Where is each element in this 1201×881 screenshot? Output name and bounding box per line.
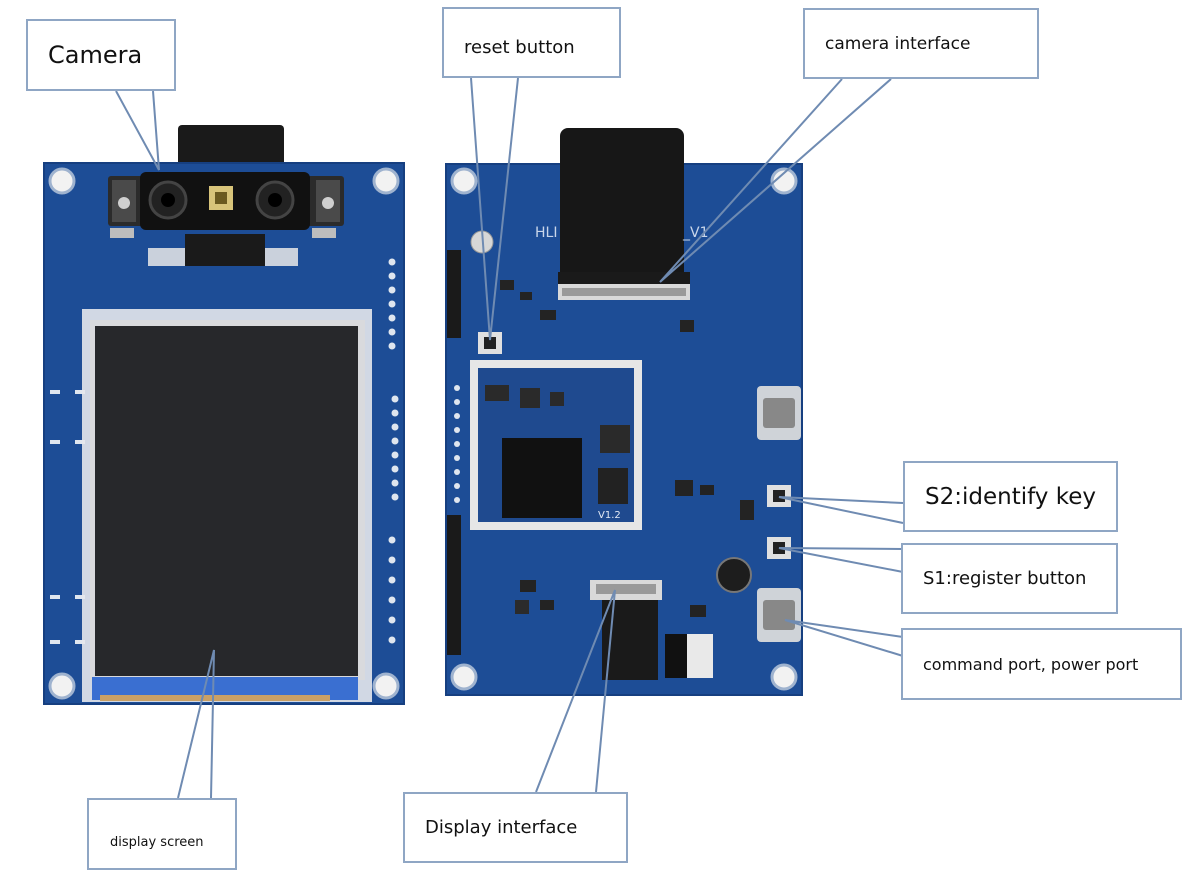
leader-lines [115, 77, 904, 799]
callout-identify-key: S2:identify key [903, 461, 1118, 532]
silkscreen-model-right: _V1 [682, 225, 708, 241]
silkscreen-model-left: HLI [535, 225, 557, 241]
callout-display-screen: display screen [87, 798, 237, 870]
callout-register-button: S1:register button [901, 543, 1118, 614]
label-command-port: command port, power port [923, 654, 1139, 674]
label-register-button: S1:register button [923, 568, 1087, 589]
lcd-screen [82, 309, 372, 702]
processor-module: V1.2 [470, 360, 642, 530]
label-camera: Camera [48, 41, 143, 69]
silkscreen-version: V1.2 [598, 510, 621, 521]
callout-display-interface: Display interface [403, 792, 628, 863]
back-board: HLI _V1 V1.2 [445, 128, 803, 696]
label-camera-interface: camera interface [825, 33, 971, 54]
camera-module [108, 172, 344, 266]
callout-camera-interface: camera interface [803, 8, 1039, 79]
label-display-screen: display screen [110, 835, 204, 850]
callout-camera: Camera [26, 19, 176, 91]
label-reset-button: reset button [464, 37, 575, 58]
callout-reset-button: reset button [442, 7, 621, 78]
front-board [43, 125, 405, 705]
label-display-interface: Display interface [425, 817, 578, 838]
callout-command-port: command port, power port [901, 628, 1182, 700]
label-identify-key: S2:identify key [925, 483, 1096, 510]
